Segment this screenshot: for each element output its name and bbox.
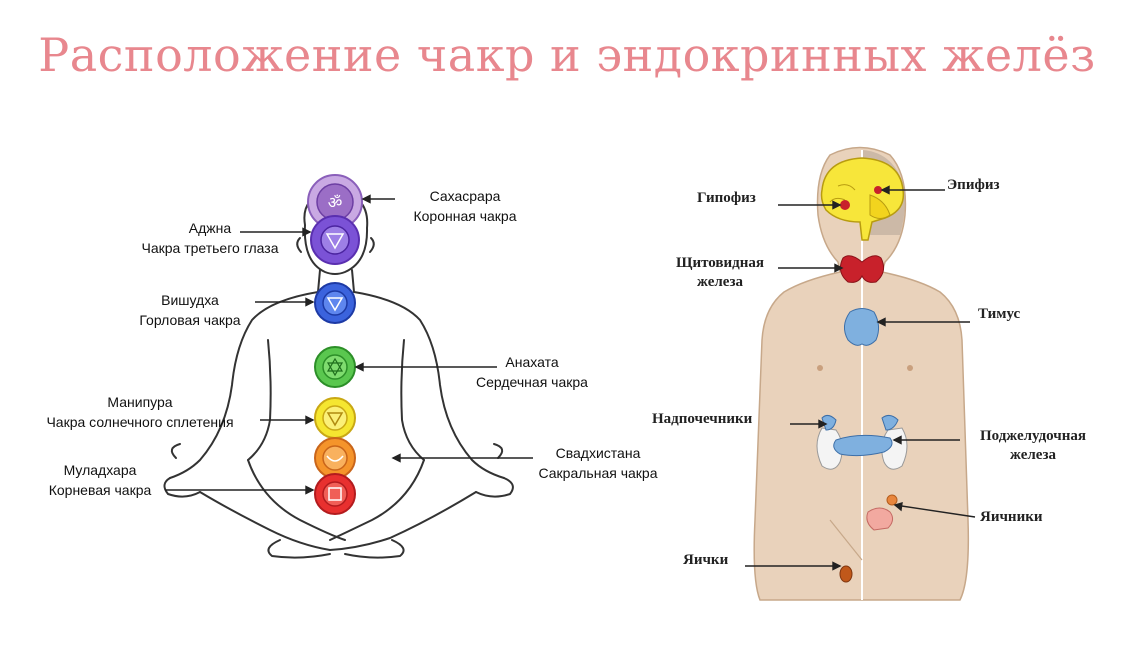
gland-label-ovaries: Яичники [980, 509, 1043, 525]
gland-label-line: железа [1010, 447, 1056, 463]
chakra-label-manipura: Манипура Чакра солнечного сплетения [30, 392, 250, 432]
pineal-gland [874, 186, 882, 194]
chakra-desc: Чакра третьего глаза [141, 240, 279, 256]
chakra-manipura-symbol [314, 397, 356, 439]
chakra-label-svadhisthana: Свадхистана Сакральная чакра [528, 443, 668, 483]
chakra-svadhisthana-symbol [314, 437, 356, 479]
gland-label-testes: Яички [683, 552, 729, 568]
meditating-figure [163, 189, 514, 559]
chakra-label-ajna: Аджна Чакра третьего глаза [110, 218, 310, 258]
ovaries-uterus [866, 494, 898, 531]
page-title: Расположение чакр и эндокринных желёз [38, 28, 1096, 82]
chakra-name: Манипура [107, 394, 173, 410]
thymus-gland [844, 308, 880, 346]
pituitary-gland [840, 200, 850, 210]
chakra-name: Сахасрара [429, 188, 501, 204]
gland-label-thyroid: Щитовидная железа [660, 254, 780, 292]
chakra-vishuddha-symbol [314, 282, 356, 324]
pancreas-gland [833, 434, 893, 457]
chakra-ajna-symbol [310, 215, 360, 265]
gland-label-thymus: Тимус [978, 306, 1021, 322]
gland-label-pineal: Эпифиз [947, 177, 1000, 193]
gland-label-pancreas: Поджелудочная железа [958, 427, 1108, 465]
chakra-label-muladhara: Муладхара Корневая чакра [35, 460, 165, 500]
chakra-desc: Сердечная чакра [476, 374, 588, 390]
gland-pointer-lines [745, 185, 976, 571]
gland-label-pituitary: Гипофиз [697, 190, 756, 206]
chakra-pointer-lines [165, 194, 533, 495]
svg-text:ॐ: ॐ [328, 193, 343, 212]
chakra-name: Муладхара [63, 462, 137, 478]
gland-label-line: Щитовидная [675, 255, 764, 271]
chakra-name: Свадхистана [555, 445, 641, 461]
brain-shape [820, 157, 905, 241]
gland-label-line: железа [697, 274, 743, 290]
chakra-desc: Чакра солнечного сплетения [46, 414, 234, 430]
chakra-name: Анахата [505, 354, 559, 370]
chakra-desc: Сакральная чакра [538, 465, 658, 481]
chakra-desc: Горловая чакра [139, 312, 241, 328]
chakra-name: Аджна [188, 220, 232, 236]
chakra-label-sahasrara: Сахасрара Коронная чакра [380, 186, 550, 226]
testis [839, 565, 853, 583]
chakra-name: Вишудха [161, 292, 219, 308]
chakra-sahasrara-symbol: ॐ [307, 174, 363, 230]
chakra-muladhara-symbol [314, 473, 356, 515]
chakra-anahata-symbol [314, 346, 356, 388]
chakra-label-vishuddha: Вишудха Горловая чакра [115, 290, 265, 330]
gland-label-line: Поджелудочная [979, 428, 1087, 444]
chakra-label-anahata: Анахата Сердечная чакра [462, 352, 602, 392]
thyroid-gland [839, 255, 885, 283]
gland-label-adrenals: Надпочечники [652, 411, 753, 427]
chakra-desc: Корневая чакра [48, 482, 152, 498]
chakra-desc: Коронная чакра [413, 208, 517, 224]
